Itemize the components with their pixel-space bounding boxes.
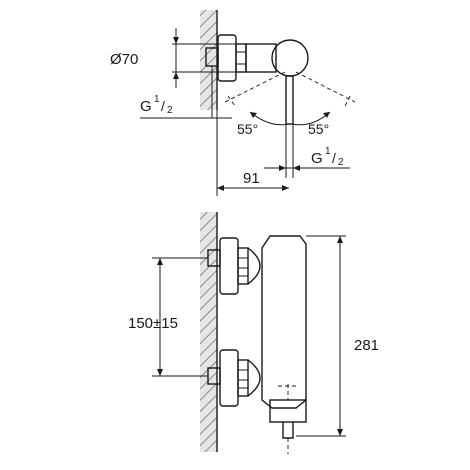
nut-top <box>235 43 247 73</box>
thread-left-main: G <box>140 98 152 115</box>
swing-right <box>295 71 356 103</box>
front-view: 150±15 281 <box>128 212 379 454</box>
nut-upper <box>237 247 249 285</box>
outlet-nozzle <box>282 422 294 439</box>
angle-right-label: 55° <box>308 121 329 137</box>
nut-lower <box>237 359 249 397</box>
diameter-label: Ø70 <box>110 51 138 68</box>
projection-label: 91 <box>243 170 260 187</box>
eccentric-lower <box>247 359 261 397</box>
top-view: Ø70 G 1 / 2 55° 55° G 1 / 2 91 <box>110 10 356 196</box>
thread-left-sub: 2 <box>167 105 173 116</box>
height-label: 281 <box>354 337 379 354</box>
svg-text:/: / <box>332 150 336 166</box>
rosette-lower <box>219 349 239 407</box>
angle-left-label: 55° <box>237 121 258 137</box>
lever-top <box>285 75 294 125</box>
swing-left <box>224 71 286 103</box>
body-top <box>245 43 277 73</box>
handle-knob-top <box>271 39 309 77</box>
wall-top <box>200 10 217 110</box>
thread-right-sup: 1 <box>325 146 331 157</box>
thread-right-sub: 2 <box>338 157 344 168</box>
eccentric-upper <box>247 247 261 285</box>
thread-left-sup: 1 <box>154 94 160 105</box>
mixer-body <box>261 235 307 409</box>
center-distance-label: 150±15 <box>128 315 178 332</box>
outlet <box>269 399 307 423</box>
rosette-top <box>217 34 237 82</box>
wall-front <box>200 212 217 452</box>
rosette-upper <box>219 237 239 295</box>
svg-text:/: / <box>161 98 165 114</box>
thread-right-main: G <box>311 150 323 167</box>
